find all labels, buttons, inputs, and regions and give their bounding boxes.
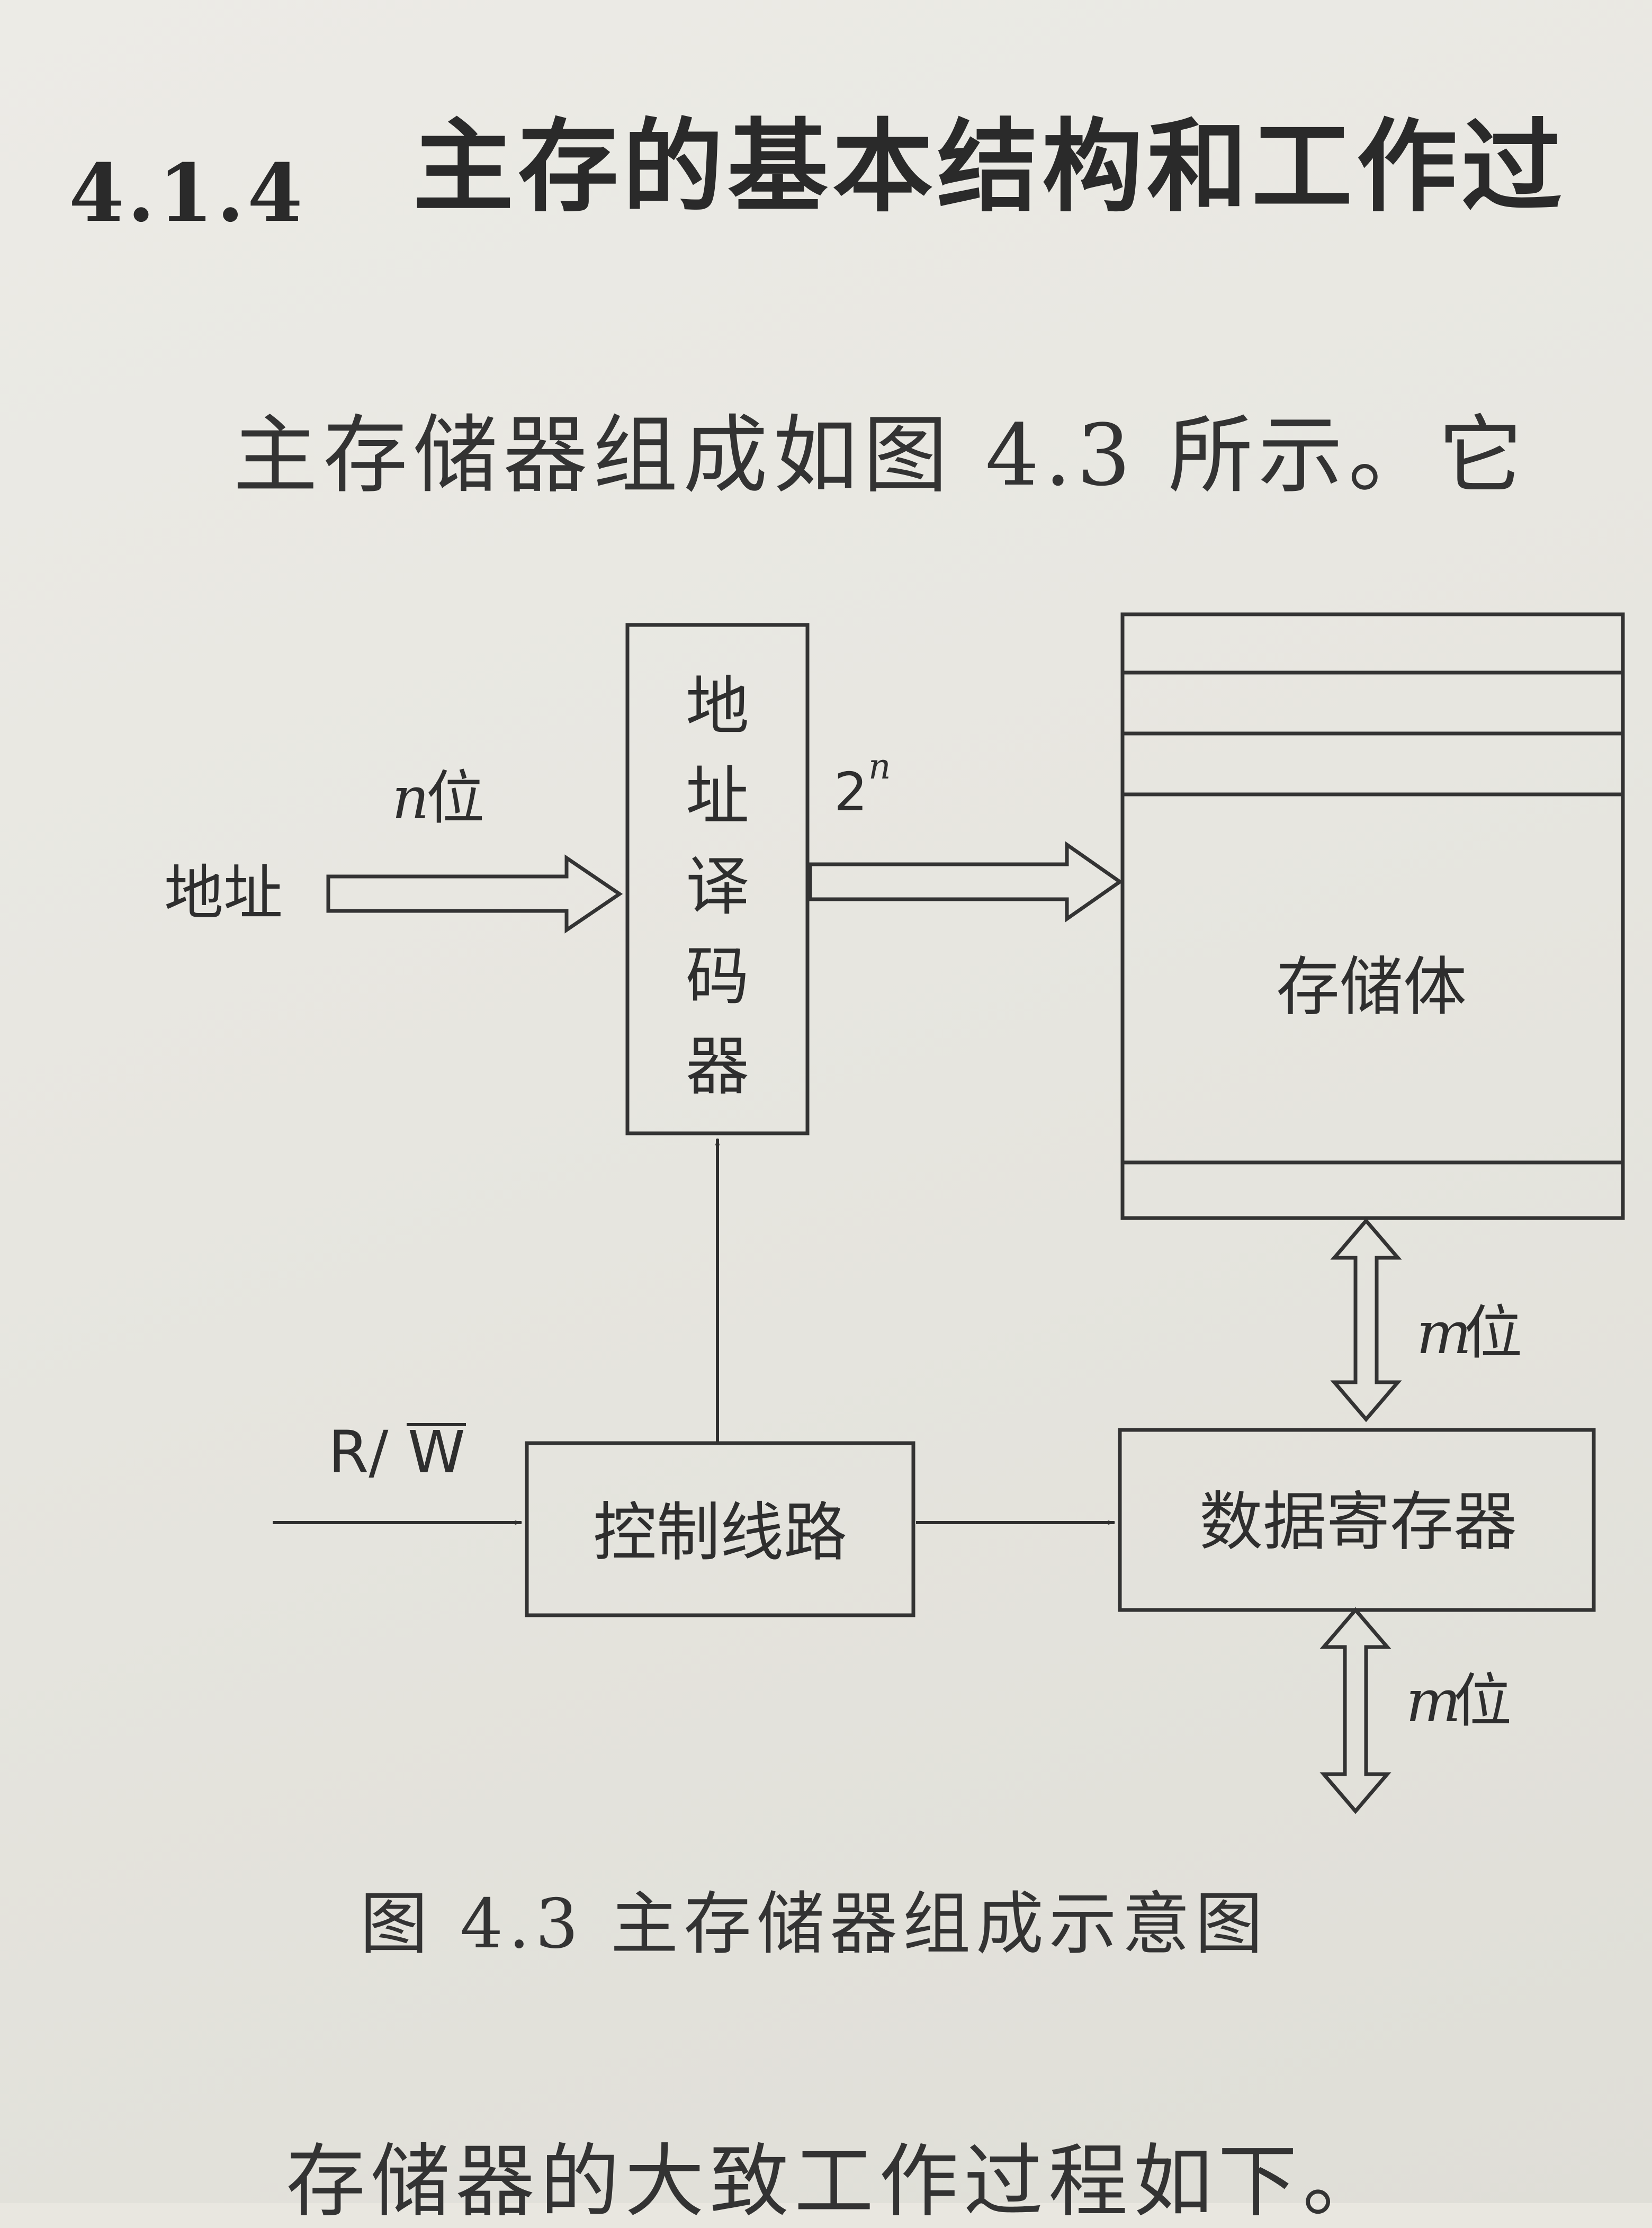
memory-array (1120, 612, 1625, 1220)
svg-text:m: m (1416, 1299, 1471, 1367)
address-bus-arrow (326, 854, 623, 934)
decoder-output-label: 2 n (834, 746, 891, 823)
intro-paragraph: 主存储器组成如图 4.3 所示。它 (233, 406, 1529, 505)
svg-text:R/: R/ (328, 1418, 389, 1486)
svg-text:址: 址 (686, 760, 749, 834)
data-register-label: 数据寄存器 (1199, 1486, 1517, 1559)
svg-text:位: 位 (1464, 1299, 1522, 1367)
svg-text:码: 码 (686, 940, 749, 1014)
svg-text:m: m (1406, 1667, 1461, 1735)
memory-data-bus-arrow (1330, 1218, 1402, 1422)
external-data-width-label: m 位 (1406, 1667, 1512, 1735)
decoder-output-arrow (808, 841, 1124, 923)
external-data-bus-arrow (1319, 1607, 1391, 1814)
section-number: 4.1.4 (69, 147, 306, 240)
following-paragraph: 存储器的大致工作过程如下。 (286, 2136, 1388, 2228)
svg-text:器: 器 (686, 1030, 749, 1104)
svg-text:n: n (868, 746, 891, 787)
read-write-signal-label: R/ W (328, 1418, 466, 1486)
memory-data-width-label: m 位 (1416, 1299, 1522, 1367)
address-decoder-box (625, 623, 810, 1135)
svg-text:译: 译 (686, 850, 749, 924)
section-title: 主存的基本结构和工作过 (413, 108, 1567, 226)
svg-text:2: 2 (834, 761, 868, 823)
address-input-label: 地址 (164, 859, 283, 928)
memory-organization-diagram: 地址 n 位 地 址 译 码 器 2 n 存储体 (164, 612, 1625, 1814)
control-circuit-label: 控制线路 (593, 1496, 847, 1570)
address-width-label: n 位 (392, 764, 484, 832)
control-circuit-box (525, 1441, 915, 1617)
svg-text:W: W (408, 1418, 465, 1486)
svg-text:位: 位 (426, 764, 484, 832)
figure-caption: 图 4.3 主存储器组成示意图 (360, 1885, 1268, 1964)
svg-text:n: n (392, 764, 429, 832)
memory-array-label: 存储体 (1276, 951, 1467, 1024)
svg-text:地: 地 (686, 670, 749, 744)
svg-text:位: 位 (1453, 1667, 1512, 1735)
address-decoder-label: 地 址 译 码 器 (686, 670, 749, 1104)
